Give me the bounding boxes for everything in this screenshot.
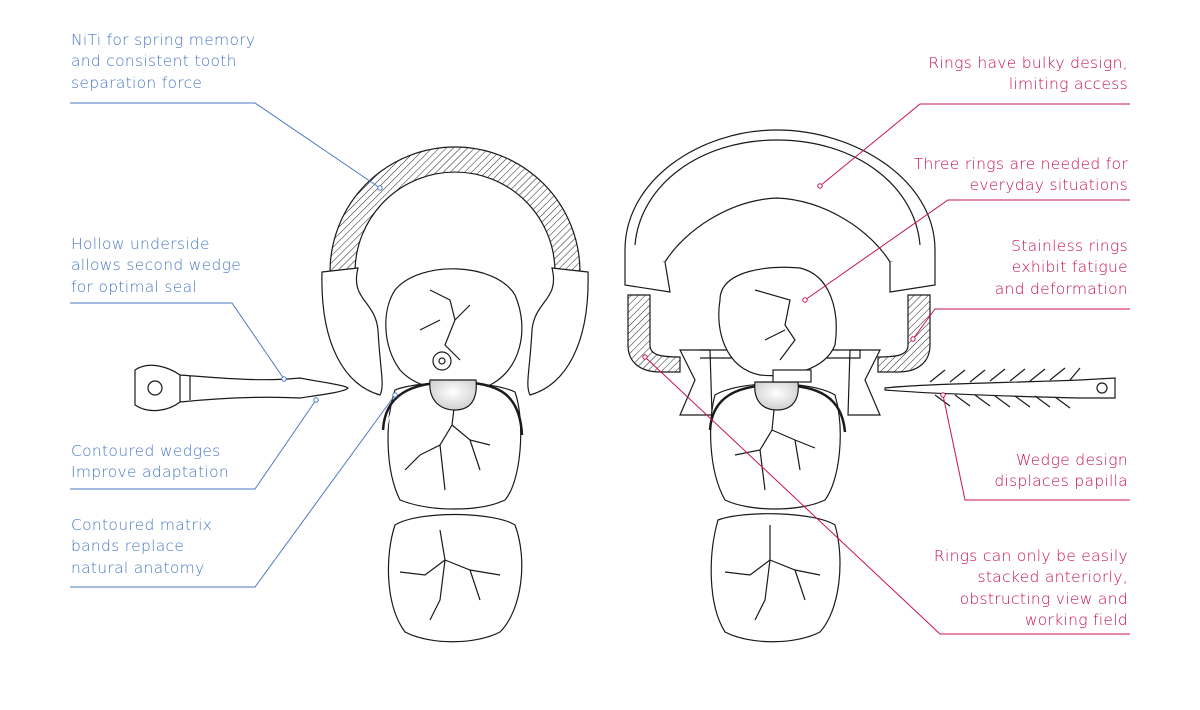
- left-wedge: [134, 364, 349, 412]
- label-line: working field: [1024, 610, 1128, 629]
- label-bulky-rings: Rings have bulky design, limiting access: [928, 53, 1128, 96]
- label-line: allows second wedge: [71, 256, 242, 275]
- label-stainless-rings: Stainless rings exhibit fatigue and defo…: [995, 236, 1128, 300]
- label-contoured-wedges: Contoured wedges Improve adaptation: [71, 441, 229, 484]
- left-leader-lines: [70, 102, 398, 588]
- label-line: obstructing view and: [959, 589, 1128, 608]
- left-ring-tine: [321, 267, 383, 396]
- label-line: and deformation: [994, 279, 1128, 298]
- left-niti-ring: [321, 146, 589, 396]
- label-line: Improve adaptation: [71, 463, 230, 482]
- label-line: Stainless rings: [1011, 237, 1128, 255]
- right-wedge: [884, 367, 1116, 409]
- label-hollow-underside: Hollow underside allows second wedge for…: [71, 234, 241, 298]
- label-niti-spring-memory: NiTi for spring memory and consistent to…: [71, 30, 255, 94]
- label-three-rings: Three rings are needed for everyday situ…: [914, 154, 1128, 197]
- label-line: NiTi for spring memory: [71, 31, 256, 49]
- label-line: bands replace: [71, 537, 185, 556]
- label-line: limiting access: [1008, 75, 1128, 94]
- label-line: exhibit fatigue: [1011, 258, 1128, 277]
- label-line: and consistent tooth: [71, 52, 237, 71]
- label-line: natural anatomy: [71, 558, 205, 577]
- right-teeth: [710, 266, 841, 643]
- right-steel-ring: [624, 129, 936, 416]
- label-line: Three rings are needed for: [913, 155, 1128, 173]
- label-line: separation force: [71, 73, 203, 92]
- right-matrix: [708, 369, 847, 433]
- label-line: Contoured wedges: [71, 442, 221, 460]
- right-leader-lines: [642, 103, 1130, 635]
- right-ring-tine: [527, 267, 589, 396]
- label-line: Rings can only be easily: [933, 547, 1128, 565]
- label-line: everyday situations: [969, 176, 1128, 195]
- label-line: Wedge design: [1015, 451, 1128, 469]
- label-contoured-matrix: Contoured matrix bands replace natural a…: [71, 515, 212, 579]
- left-teeth: [385, 268, 523, 643]
- left-matrix-band: [381, 351, 524, 436]
- label-line: displaces papilla: [994, 472, 1128, 491]
- label-line: stacked anteriorly,: [977, 568, 1128, 587]
- label-line: Contoured matrix: [71, 516, 213, 534]
- label-wedge-design: Wedge design displaces papilla: [994, 450, 1128, 493]
- label-line: for optimal seal: [71, 277, 197, 296]
- label-line: Rings have bulky design,: [928, 54, 1128, 72]
- label-line: Hollow underside: [71, 235, 210, 253]
- label-rings-stacked: Rings can only be easily stacked anterio…: [934, 546, 1128, 631]
